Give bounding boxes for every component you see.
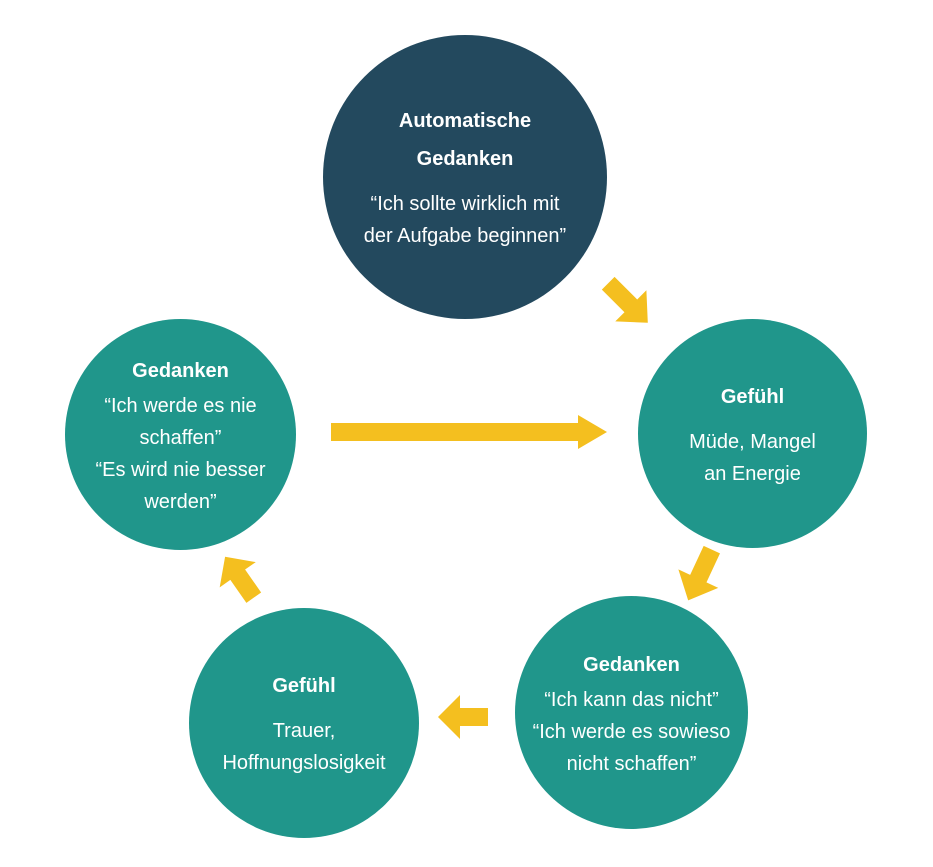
node-bottom-left-line-1: Trauer, <box>272 720 336 742</box>
node-bottom-right-thoughts: Gedanken “Ich kann das nicht” “Ich werde… <box>515 596 748 829</box>
node-right-title: Gefühl <box>720 385 785 408</box>
node-bottom-right-line-2: “Ich werde es sowieso <box>532 720 731 743</box>
node-left-line-2: schaffen” <box>139 426 222 449</box>
arrow-top-to-right <box>601 276 648 323</box>
arrow-right-to-bottom-right <box>678 545 720 601</box>
node-bottom-right-title: Gedanken <box>583 653 680 676</box>
node-bottom-right-line-3: nicht schaffen” <box>566 752 697 775</box>
node-bottom-right-line-1: “Ich kann das nicht” <box>544 688 719 711</box>
node-right-line-2: an Energie <box>704 462 801 485</box>
node-left-thoughts: Gedanken “Ich werde es nie schaffen” “Es… <box>65 319 296 550</box>
node-top-title-2: Gedanken <box>416 148 514 170</box>
node-top-line-2: der Aufgabe beginnen” <box>363 225 567 247</box>
node-top-automatic-thoughts: Automatische Gedanken “Ich sollte wirkli… <box>323 35 607 319</box>
node-bottom-left-title: Gefühl <box>272 675 336 697</box>
node-left-title: Gedanken <box>132 359 229 382</box>
node-left-line-4: werden” <box>144 490 217 513</box>
node-right-feeling: Gefühl Müde, Mangel an Energie <box>638 319 867 548</box>
node-right-line-1: Müde, Mangel <box>689 430 816 453</box>
node-top-line-1: “Ich sollte wirklich mit <box>370 193 560 215</box>
arrow-bottom-left-to-left <box>219 556 262 603</box>
node-bottom-left-line-2: Hoffnungslosigkeit <box>222 752 386 774</box>
node-top-title-1: Automatische <box>398 110 532 132</box>
node-left-line-3: “Es wird nie besser <box>95 458 266 481</box>
arrow-left-to-right <box>331 415 607 449</box>
arrow-bottom-right-to-bottom-left <box>438 695 488 739</box>
node-left-line-1: “Ich werde es nie <box>104 394 257 417</box>
node-bottom-left-feeling: Gefühl Trauer, Hoffnungslosigkeit <box>189 608 419 838</box>
